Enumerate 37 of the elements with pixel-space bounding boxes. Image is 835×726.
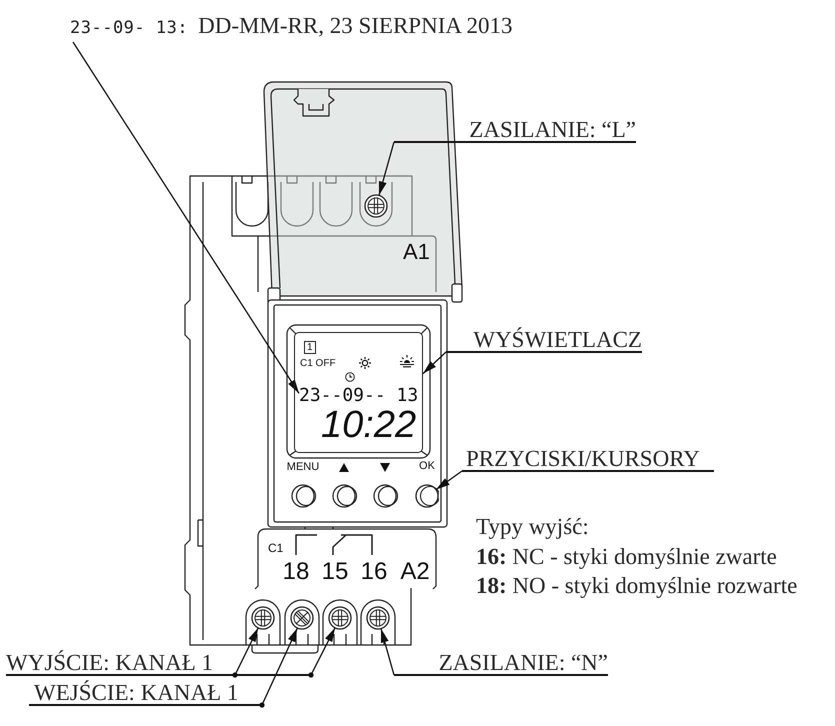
callout-label: PRZYCISKI/KURSORY — [462, 446, 714, 472]
leader-line — [380, 628, 395, 676]
callout-label: WEJŚCIE: KANAŁ 1 — [29, 680, 262, 706]
date-format-sample: 23--09- 13: — [70, 17, 188, 40]
note-text: 16: NC - styki domyślnie zwarte — [476, 543, 777, 571]
leader-line — [422, 352, 446, 374]
callout-label: ZASILANIE: “N” — [394, 650, 608, 676]
terminal-number: 15 — [322, 559, 348, 585]
callout-label: WYJŚCIE: KANAŁ 1 — [6, 650, 311, 676]
terminal-label: A2 — [400, 559, 430, 585]
button-label: MENU — [286, 461, 320, 473]
leader-line — [436, 470, 462, 490]
note-heading: Typy wyjść: — [476, 513, 589, 541]
lcd-screen — [294, 332, 423, 453]
terminal-number: 16 — [360, 559, 388, 585]
time-readout: 10:22 — [321, 406, 416, 444]
status-text: C1 OFF — [300, 358, 336, 370]
button-label: OK — [419, 460, 435, 472]
leader-line — [378, 142, 395, 196]
screw-icon — [364, 194, 388, 218]
date-readout: 23--09-- 13 — [299, 386, 418, 406]
screw-icon — [366, 606, 390, 630]
terminal-label: A1 — [403, 240, 430, 264]
channel-indicator: 1 — [304, 341, 316, 354]
screw-icon — [328, 606, 352, 630]
note-text: 18: NO - styki domyślnie rozwarte — [476, 572, 798, 600]
callout-label: ZASILANIE: “L” — [394, 117, 636, 143]
channel-label: C1 — [268, 541, 284, 555]
leader-line — [259, 628, 298, 708]
leader-line — [72, 42, 300, 394]
callout-label: DD-MM-RR, 23 SIERPNIA 2013 — [198, 12, 512, 40]
callout-label: WYŚWIETLACZ — [446, 327, 642, 353]
leader-line — [232, 628, 259, 678]
screw-icon — [251, 606, 275, 630]
leader-line — [308, 628, 336, 678]
screw-icon — [290, 606, 314, 630]
terminal-number: 18 — [282, 559, 310, 585]
